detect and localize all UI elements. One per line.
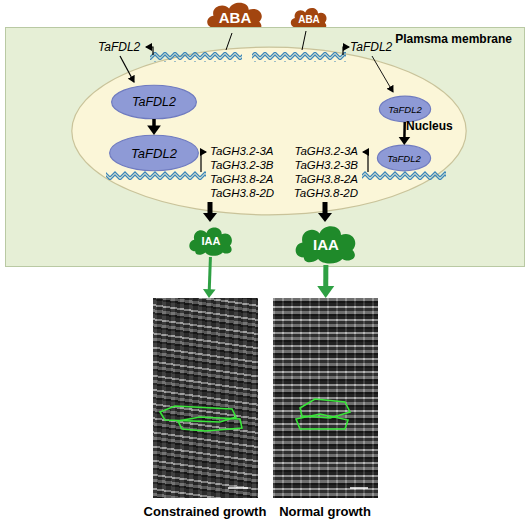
translation-arrow	[120, 56, 134, 82]
panel-caption: Constrained growth	[135, 504, 275, 519]
output-arrow	[323, 202, 328, 214]
flow-arrow	[399, 122, 410, 145]
arrow-shaft	[152, 119, 156, 126]
nucleus-outline	[72, 47, 466, 215]
micrograph-panel: Normal growth	[255, 298, 395, 522]
scale-bar	[350, 487, 368, 489]
protein-ellipse: TaFDL2	[111, 85, 197, 119]
gene-name: TaGH3.8-2D	[210, 187, 274, 199]
node-label: Plamsma membrane	[395, 32, 512, 46]
promoter-arrow	[201, 152, 206, 172]
gene-name: TaFDL2	[350, 40, 392, 54]
hormone-cloud: ABA	[288, 6, 330, 32]
output-arrow	[203, 213, 217, 222]
micrograph-image	[273, 298, 378, 498]
node-label: TaFDL2	[109, 135, 199, 171]
translation-arrow	[372, 56, 393, 92]
arrow-head	[317, 286, 334, 298]
node-label: ABA	[203, 0, 267, 34]
protein-ellipse: TaFDL2	[379, 96, 431, 122]
micrograph-panel: Constrained growth	[135, 298, 275, 522]
node-label: ABA	[288, 6, 330, 32]
aba-line	[226, 33, 232, 50]
node-label: TaFDL2	[377, 145, 431, 171]
arrow-shaft	[403, 122, 406, 138]
flow-arrow	[317, 265, 334, 298]
auxin-cloud: IAA	[186, 225, 236, 257]
gene-name: TaGH3.2-3A	[258, 145, 358, 157]
protein-ellipse-outline	[379, 96, 430, 122]
micrograph-image	[153, 298, 258, 498]
hormone-cloud: ABA	[203, 0, 267, 34]
dna-strand	[150, 52, 242, 62]
output-arrow	[208, 202, 213, 214]
promoter-arrow	[146, 47, 153, 55]
arrow-shaft	[323, 265, 328, 287]
gene-name: TaGH3.2-3B	[258, 159, 358, 171]
gene-name: TaFDL2	[98, 40, 140, 54]
node-label: IAA	[291, 223, 361, 265]
flow-arrow	[203, 257, 216, 298]
cell-outline	[178, 417, 242, 431]
gene-name: TaGH3.2-3B	[210, 159, 274, 171]
node-label: TaFDL2	[379, 96, 431, 122]
arrow-head	[203, 289, 216, 298]
auxin-cloud: IAA	[291, 223, 361, 265]
gene-name: TaGH3.8-2D	[258, 187, 358, 199]
promoter-arrow	[343, 47, 349, 55]
arrow-head	[399, 137, 410, 145]
gene-name: TaGH3.8-2A	[210, 173, 274, 185]
cell-outline	[160, 406, 236, 422]
panel-caption: Normal growth	[255, 504, 395, 519]
arrow-head	[147, 125, 161, 135]
dna-strand	[362, 170, 446, 180]
protein-ellipse: TaFDL2	[109, 135, 199, 171]
arrow-shaft	[209, 257, 210, 290]
output-arrow	[318, 213, 332, 222]
dna-strand	[252, 52, 346, 62]
cell-outline	[300, 399, 350, 418]
node-label: IAA	[186, 225, 236, 257]
promoter-arrow	[363, 152, 368, 172]
node-label: Nucleus	[406, 119, 453, 133]
gene-name: TaGH3.2-3A	[210, 145, 274, 157]
node-label: TaFDL2	[111, 85, 197, 119]
protein-ellipse-outline	[377, 145, 430, 171]
scale-bar	[228, 487, 248, 489]
flow-arrow	[147, 119, 161, 135]
gene-name: TaGH3.8-2A	[258, 173, 358, 185]
protein-ellipse-outline	[112, 85, 197, 119]
dna-strand	[106, 170, 206, 180]
protein-ellipse-outline	[110, 135, 199, 170]
aba-line	[302, 31, 306, 50]
cell-outline	[296, 414, 348, 429]
protein-ellipse: TaFDL2	[377, 145, 431, 171]
